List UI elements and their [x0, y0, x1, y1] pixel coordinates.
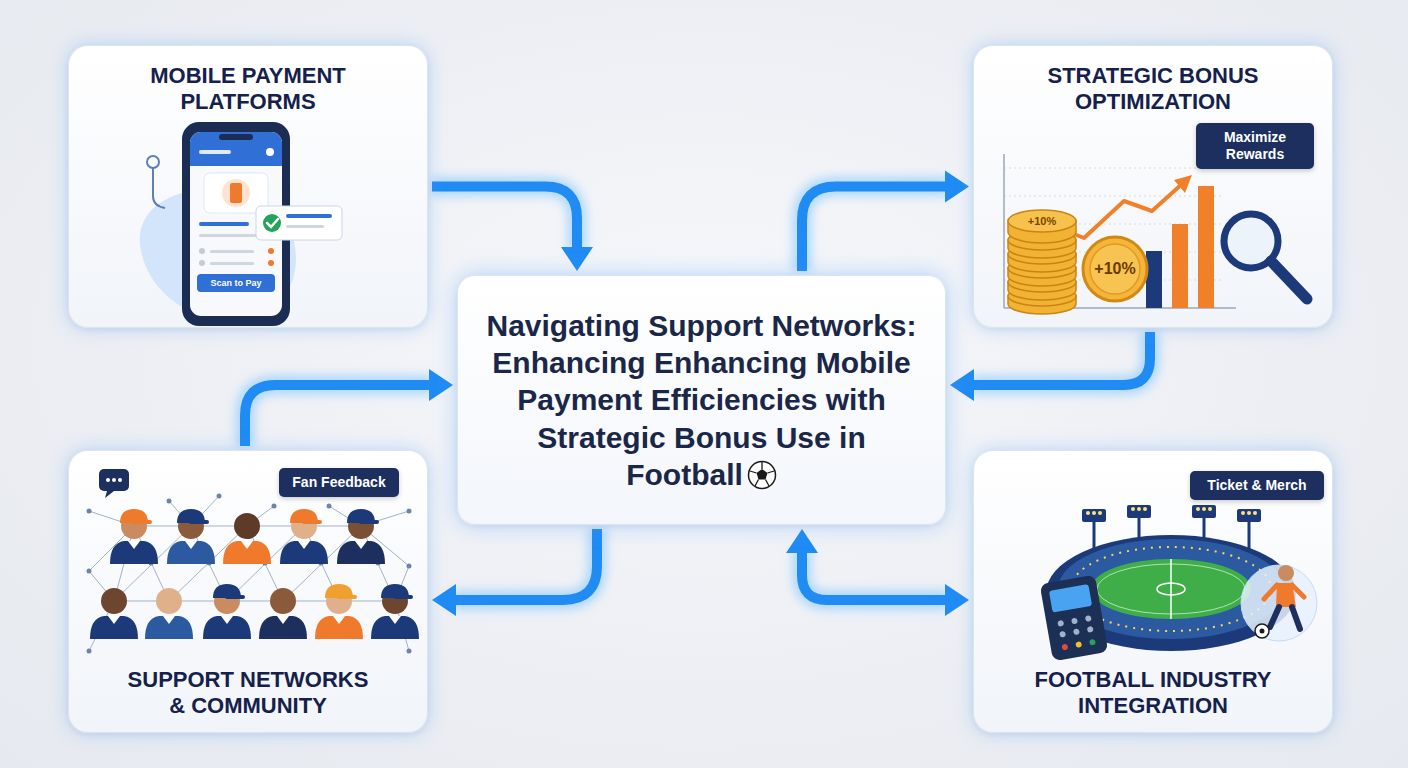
football-icon: [747, 460, 777, 490]
title-box: Navigating Support Networks: Enhancing E…: [457, 275, 946, 525]
connector-glow: [802, 550, 948, 600]
arrow-head: [561, 247, 593, 271]
connector-arrow: [786, 529, 969, 616]
connector-line: [802, 550, 948, 600]
connector-line: [971, 332, 1150, 385]
callout-tag: Fan Feedback: [279, 468, 399, 497]
connector-glow: [453, 529, 597, 600]
connector-line: [432, 187, 577, 251]
connector-arrow: [245, 369, 453, 446]
callout-tag: Ticket & Merch: [1190, 471, 1324, 500]
connector-glow: [971, 332, 1150, 385]
connector-arrow: [802, 171, 969, 272]
label-slot: +10%: [1083, 259, 1147, 279]
panel-card: FOOTBALL INDUSTRY INTEGRATION Ticket & Me…: [973, 450, 1333, 733]
connector-arrow: [950, 332, 1150, 401]
connector-line: [453, 529, 597, 600]
arrow-head: [945, 171, 969, 203]
arrow-head: [786, 529, 818, 553]
bonus-chart-illustration: [974, 46, 1334, 329]
connector-glow: [432, 187, 577, 251]
callout-text: Maximize Rewards: [1204, 129, 1306, 163]
panel-card: SUPPORT NETWORKS & COMMUNITY Fan Feedback: [68, 450, 428, 733]
callout-text: Fan Feedback: [287, 474, 391, 491]
arrow-head: [432, 584, 456, 616]
arrow-head: [945, 584, 969, 616]
arrow-head: [950, 369, 974, 401]
title-text: Navigating Support Networks: Enhancing E…: [486, 309, 916, 491]
arrow-head: [429, 369, 453, 401]
connector-glow: [802, 187, 948, 272]
panel-heading: STRATEGIC BONUS OPTIMIZATION: [1024, 63, 1282, 115]
title-wrap: Navigating Support Networks: Enhancing E…: [478, 307, 925, 493]
callout-text: Ticket & Merch: [1198, 477, 1316, 494]
label-slot: Scan to Pay: [197, 274, 275, 292]
panel-card: MOBILE PAYMENT PLATFORMS Scan to Pay: [68, 45, 428, 328]
connector-arrow: [432, 529, 597, 616]
panel-heading: MOBILE PAYMENT PLATFORMS: [119, 63, 377, 115]
connector-line: [245, 385, 432, 446]
panel-heading: FOOTBALL INDUSTRY INTEGRATION: [1024, 667, 1282, 719]
button-label: Scan to Pay: [210, 278, 261, 288]
connector-arrow: [432, 187, 593, 272]
label-slot: +10%: [1014, 213, 1070, 229]
connector-line: [802, 187, 948, 272]
coin-label: +10%: [1028, 215, 1056, 227]
connector-glow: [245, 385, 432, 446]
panel-card: STRATEGIC BONUS OPTIMIZATION Maximize Rew…: [973, 45, 1333, 328]
coin-label: +10%: [1094, 260, 1135, 278]
panel-heading: SUPPORT NETWORKS & COMMUNITY: [119, 667, 377, 719]
callout-tag: Maximize Rewards: [1196, 123, 1314, 169]
